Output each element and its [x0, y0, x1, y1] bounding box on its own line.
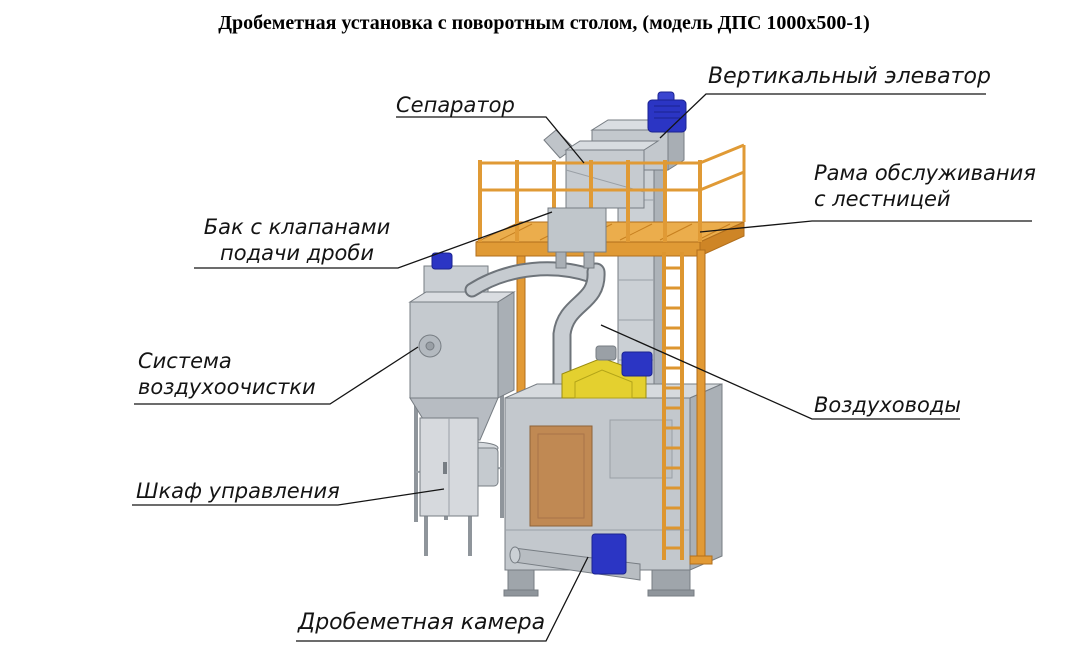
label-shot-tank-line2: подачи дроби [220, 241, 374, 265]
label-blast-chamber: Дробеметная камера [298, 610, 545, 636]
diagram-title: Дробеметная установка с поворотным столо… [218, 12, 870, 34]
frame-front-and-ladder [662, 249, 713, 565]
label-separator: Сепаратор [396, 92, 515, 118]
label-control-cabinet: Шкаф управления [136, 478, 340, 504]
leader-air-cleaning [134, 346, 419, 405]
label-blast-chamber-text: Дробеметная камера [298, 610, 546, 635]
leader-control-cabinet [132, 488, 445, 506]
control-cabinet-illustration [419, 417, 479, 556]
air-ducts-illustration [464, 261, 606, 404]
shot-tank-illustration [547, 207, 607, 269]
leader-lines [132, 93, 1032, 642]
label-service-frame-line1: Рама обслуживания [814, 161, 1036, 185]
leader-ducts [600, 324, 960, 420]
leader-service-frame [699, 220, 1032, 233]
label-ducts-text: Воздуховоды [814, 393, 961, 417]
turntable-drive-illustration [561, 345, 653, 399]
label-separator-text: Сепаратор [396, 93, 515, 117]
label-air-cleaning: Система воздухоочистки [138, 348, 316, 400]
blast-chamber-illustration [503, 383, 723, 597]
leader-blast-chamber [296, 556, 589, 642]
label-shot-tank-line1: Бак с клапанами [203, 215, 391, 239]
railing-illustration [478, 143, 746, 242]
label-elevator: Вертикальный элеватор [708, 64, 991, 90]
label-ducts: Воздуховоды [814, 392, 961, 418]
label-control-cabinet-text: Шкаф управления [136, 479, 340, 503]
leader-elevator [659, 93, 986, 139]
leader-shot-tank [194, 211, 553, 269]
label-elevator-text: Вертикальный элеватор [708, 64, 991, 89]
label-service-frame-line2: с лестницей [814, 187, 951, 211]
label-service-frame: Рама обслуживания с лестницей [814, 160, 1036, 212]
label-air-cleaning-line2: воздухоочистки [138, 375, 316, 399]
separator-illustration [543, 129, 660, 209]
label-shot-tank: Бак с клапанами подачи дроби [196, 214, 398, 266]
label-air-cleaning-line1: Система [138, 349, 232, 373]
leader-separator [396, 116, 585, 164]
